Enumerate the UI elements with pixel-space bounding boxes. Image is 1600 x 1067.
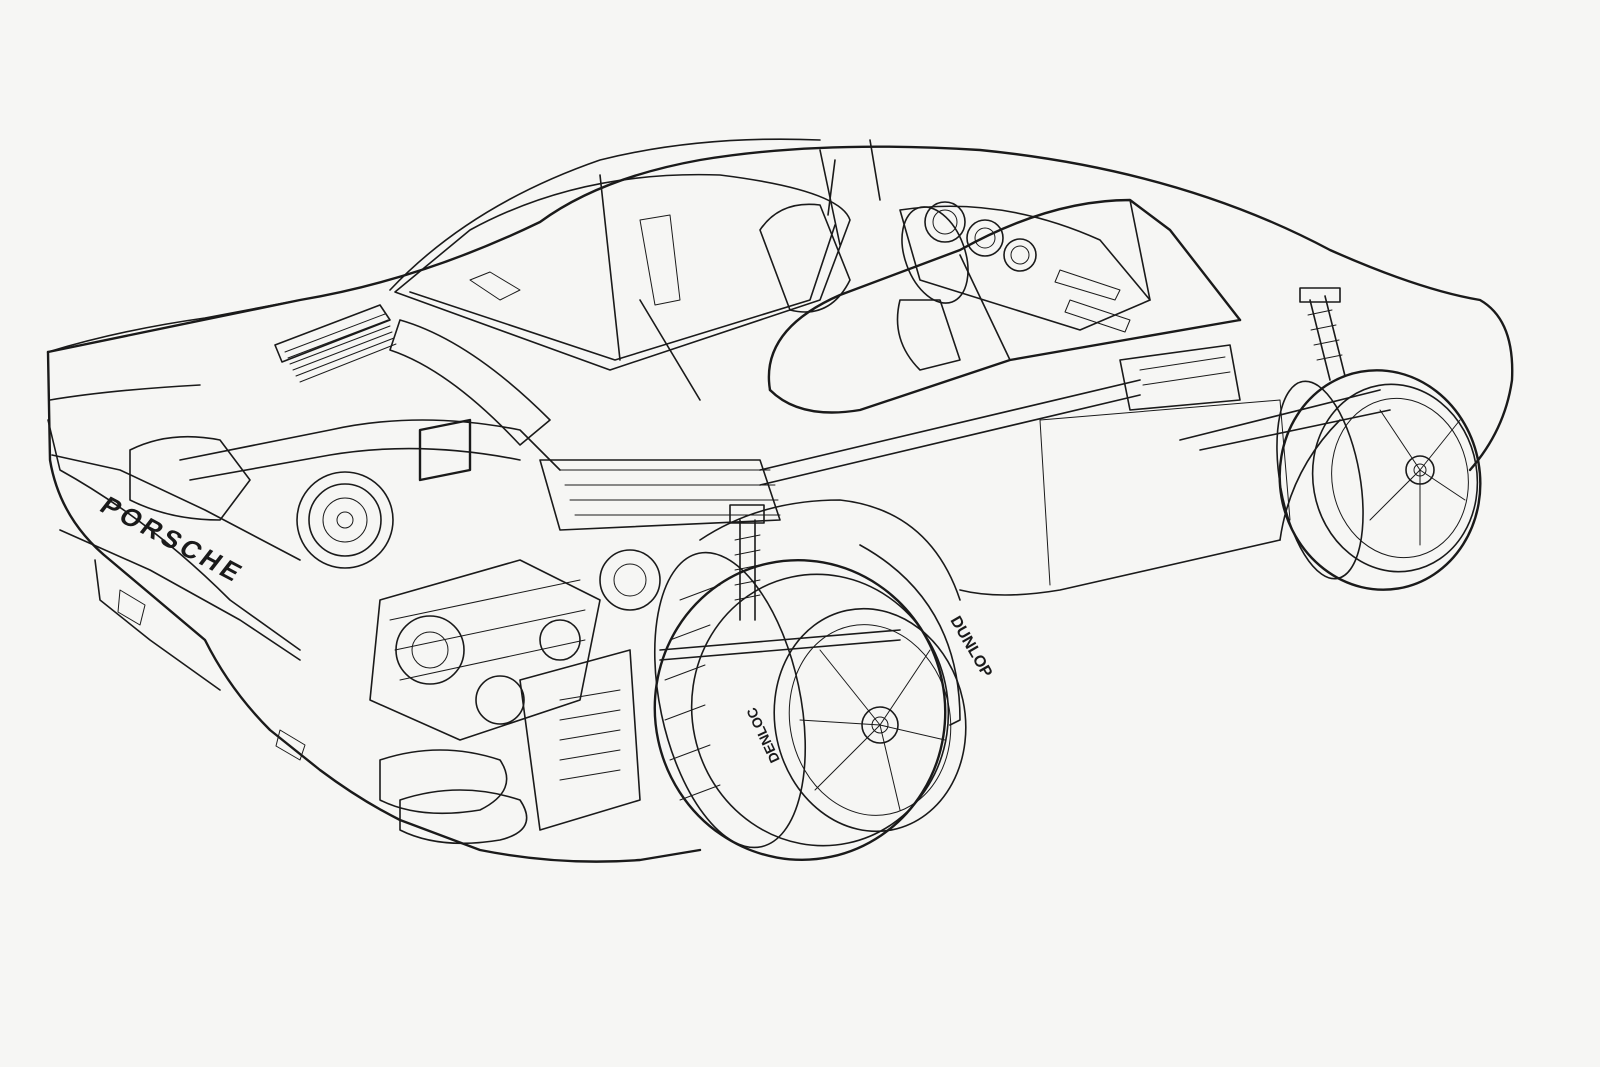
brand-label: PORSCHE: [94, 491, 251, 588]
rear-wheel: DUNLOP DENLOC: [653, 551, 996, 861]
tire-brand-label: DUNLOP: [947, 614, 996, 681]
rear-badge: PORSCHE: [94, 491, 251, 588]
front-suspension: [1179, 287, 1391, 451]
dashboard: [639, 201, 1151, 371]
roll-cage: [389, 138, 1242, 414]
rear-suspension: [659, 504, 901, 661]
front-wheel: [1276, 369, 1482, 591]
body-shell: [46, 145, 1514, 863]
engine-vents: [274, 304, 551, 446]
engine-assembly: [129, 344, 1241, 845]
